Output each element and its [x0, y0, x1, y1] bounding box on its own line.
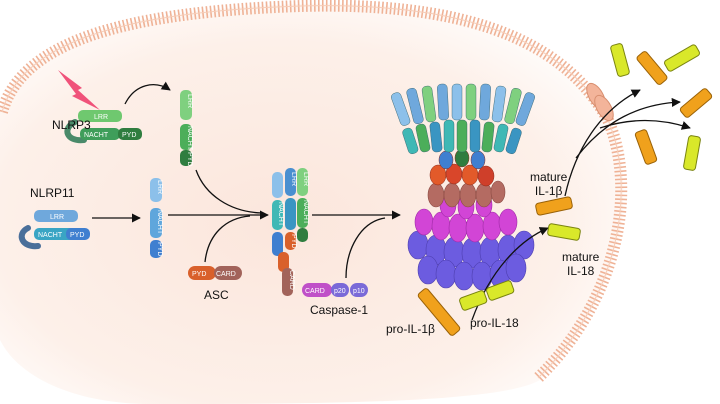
danger-signal-icon: [58, 70, 100, 110]
svg-text:NACHT: NACHT: [186, 126, 193, 151]
mature-il1b-label-line1: mature: [530, 170, 568, 184]
arrow-secretion-2: [575, 97, 681, 159]
pro-il1b-label: pro-IL-1β: [386, 322, 435, 336]
svg-text:CARD: CARD: [305, 288, 325, 295]
pro-il1b-protein: [417, 288, 461, 336]
secreted-cytokines: [610, 43, 713, 171]
arrow-secretion-1: [564, 89, 641, 197]
svg-text:p20: p20: [334, 288, 346, 295]
nlrp11-label: NLRP11: [30, 186, 75, 200]
pro-il18-label: pro-IL-18: [470, 316, 519, 330]
nlrp11-inactive: LRR NACHT PYD: [18, 210, 90, 250]
svg-text:PYD: PYD: [70, 232, 84, 239]
cell-membrane: [0, 0, 628, 404]
arrow-secretion-3: [599, 119, 691, 130]
svg-text:NACHT: NACHT: [38, 232, 63, 239]
mature-il1b-label: mature IL-1β: [530, 170, 567, 198]
mature-il18-label-line1: mature: [562, 250, 600, 264]
mature-il18-label: mature IL-18: [562, 250, 599, 278]
nlrp11-nlrp3-asc-complex: NACHT LRR LRR NACHT PYD CARD: [272, 168, 309, 296]
caspase-1-label: Caspase-1: [310, 303, 369, 317]
svg-text:LRR: LRR: [50, 214, 64, 221]
nlrp11-active: LRR NACHT PYD: [150, 178, 163, 258]
svg-text:LRR: LRR: [302, 172, 309, 186]
arrow-nlrp3-activation: [124, 81, 171, 105]
caspase-1-protein: CARD p20 p10: [302, 283, 368, 297]
arrow-nlrp3-join: [195, 169, 263, 214]
nlrp3-label: NLRP3: [52, 118, 91, 132]
svg-text:PYD: PYD: [192, 271, 206, 278]
inflammasome-assembly: [391, 83, 535, 291]
arrow-asc-join: [204, 215, 251, 263]
svg-text:PYD: PYD: [186, 152, 193, 166]
mature-il18-inside: [547, 223, 581, 241]
mature-il1b-inside: [535, 196, 573, 216]
svg-text:CARD: CARD: [216, 271, 236, 278]
svg-text:PYD: PYD: [122, 132, 136, 139]
svg-text:NACHT: NACHT: [156, 210, 163, 235]
svg-text:PYD: PYD: [290, 234, 297, 248]
asc-label: ASC: [204, 288, 229, 302]
svg-text:PYD: PYD: [156, 242, 163, 256]
svg-text:NACHT: NACHT: [277, 202, 284, 227]
svg-text:LRR: LRR: [94, 114, 108, 121]
pro-il18-protein: [459, 280, 515, 311]
svg-text:LRR: LRR: [290, 172, 297, 186]
nlrp3-inactive: LRR NACHT PYD: [64, 110, 142, 144]
svg-text:LRR: LRR: [156, 180, 163, 194]
mature-il18-label-line2: IL-18: [567, 264, 595, 278]
svg-text:NACHT: NACHT: [84, 132, 109, 139]
asc-protein: PYD CARD: [188, 266, 242, 280]
svg-text:p10: p10: [353, 288, 365, 295]
svg-text:NACHT: NACHT: [302, 200, 309, 225]
arrow-caspase-join: [345, 217, 386, 279]
svg-text:CARD: CARD: [288, 270, 295, 290]
mature-il1b-label-line2: IL-1β: [534, 184, 563, 198]
svg-text:LRR: LRR: [186, 94, 193, 108]
nlrp3-active: LRR NACHT PYD: [180, 90, 193, 166]
